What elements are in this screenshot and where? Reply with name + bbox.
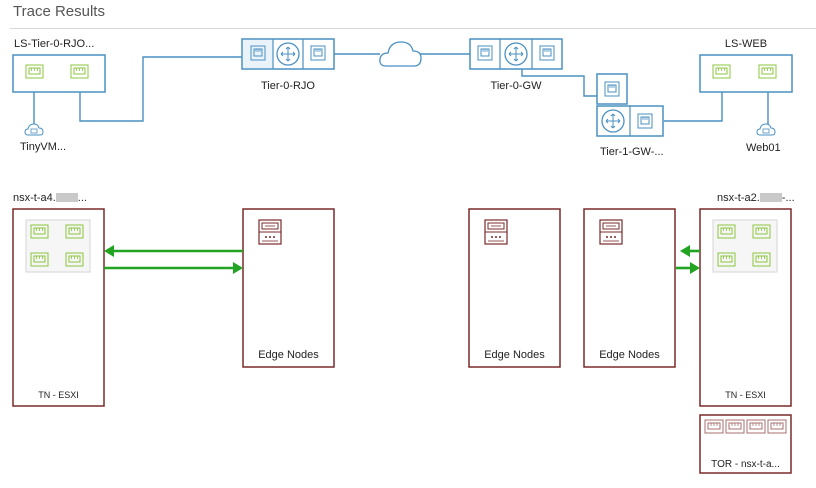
- tor-port-icon: [725, 419, 745, 434]
- edge-node-icon: [258, 219, 282, 245]
- vm-right-label[interactable]: Web01: [746, 142, 781, 154]
- switch-port-icon: [70, 64, 89, 79]
- packet-flow-arrows: [104, 245, 700, 274]
- router-port-icon: [604, 81, 620, 97]
- host-prefix: nsx-t-a4.: [13, 192, 56, 204]
- tor-port-icon: [746, 419, 766, 434]
- router-port-icon: [477, 45, 493, 61]
- tier0-rjo-router[interactable]: [241, 38, 335, 70]
- vm-left-cloud-icon[interactable]: [24, 123, 44, 136]
- router-port-icon: [539, 45, 555, 61]
- logical-links: [33, 53, 769, 126]
- tier0-gw-label: Tier-0-GW: [490, 80, 542, 92]
- ls-web-label: LS-WEB: [724, 38, 768, 50]
- tier0-gw-router[interactable]: [469, 38, 563, 70]
- transport-node-right[interactable]: [699, 208, 792, 407]
- tier1-gw-router[interactable]: [596, 73, 664, 137]
- host-suffix: ...: [77, 192, 87, 204]
- vm-right-cloud-icon[interactable]: [756, 123, 776, 136]
- edge-node-icon: [484, 219, 508, 245]
- router-port-icon: [310, 45, 326, 61]
- tier0-rjo-label: Tier-0-RJO: [261, 80, 315, 92]
- router-icon: [601, 109, 625, 133]
- vm-left-label[interactable]: TinyVM...: [20, 141, 67, 153]
- uplink-cloud-icon: [379, 41, 422, 67]
- tier1-gw-label: Tier-1-GW-...: [600, 146, 664, 158]
- tor-port-icon: [767, 419, 787, 434]
- router-icon: [276, 42, 300, 66]
- edge1-label: Edge Nodes: [258, 349, 319, 361]
- tor-label: TOR - nsx-t-a...: [711, 459, 780, 470]
- edge2-label: Edge Nodes: [484, 349, 545, 361]
- redacted-block: [759, 193, 782, 202]
- logical-switch-left[interactable]: [12, 54, 106, 93]
- tn-right-label: TN - ESXI: [725, 390, 766, 400]
- host-suffix: -...: [781, 192, 795, 204]
- tn-left-label: TN - ESXI: [38, 390, 79, 400]
- host-prefix: nsx-t-a2.: [717, 192, 760, 204]
- edge-node-2[interactable]: [468, 208, 561, 368]
- logical-switch-web[interactable]: [699, 54, 793, 93]
- switch-port-icon: [758, 64, 777, 79]
- edge-node-icon: [599, 219, 623, 245]
- tor-port-icon: [704, 419, 724, 434]
- transport-node-left[interactable]: [12, 208, 105, 407]
- redacted-block: [55, 193, 78, 202]
- edge-node-1[interactable]: [242, 208, 335, 368]
- ls-left-label: LS-Tier-0-RJO...: [14, 38, 95, 50]
- edge3-label: Edge Nodes: [599, 349, 660, 361]
- tn-left-host-label: nsx-t-a4....: [13, 192, 87, 204]
- router-port-icon: [637, 113, 653, 129]
- switch-port-icon: [712, 64, 731, 79]
- tor-switch[interactable]: [699, 414, 792, 474]
- switch-port-icon: [25, 64, 44, 79]
- edge-node-3[interactable]: [583, 208, 676, 368]
- router-icon: [504, 42, 528, 66]
- tn-right-host-label: nsx-t-a2. -...: [717, 192, 795, 204]
- header-divider: [10, 28, 816, 29]
- page-title: Trace Results: [13, 3, 105, 20]
